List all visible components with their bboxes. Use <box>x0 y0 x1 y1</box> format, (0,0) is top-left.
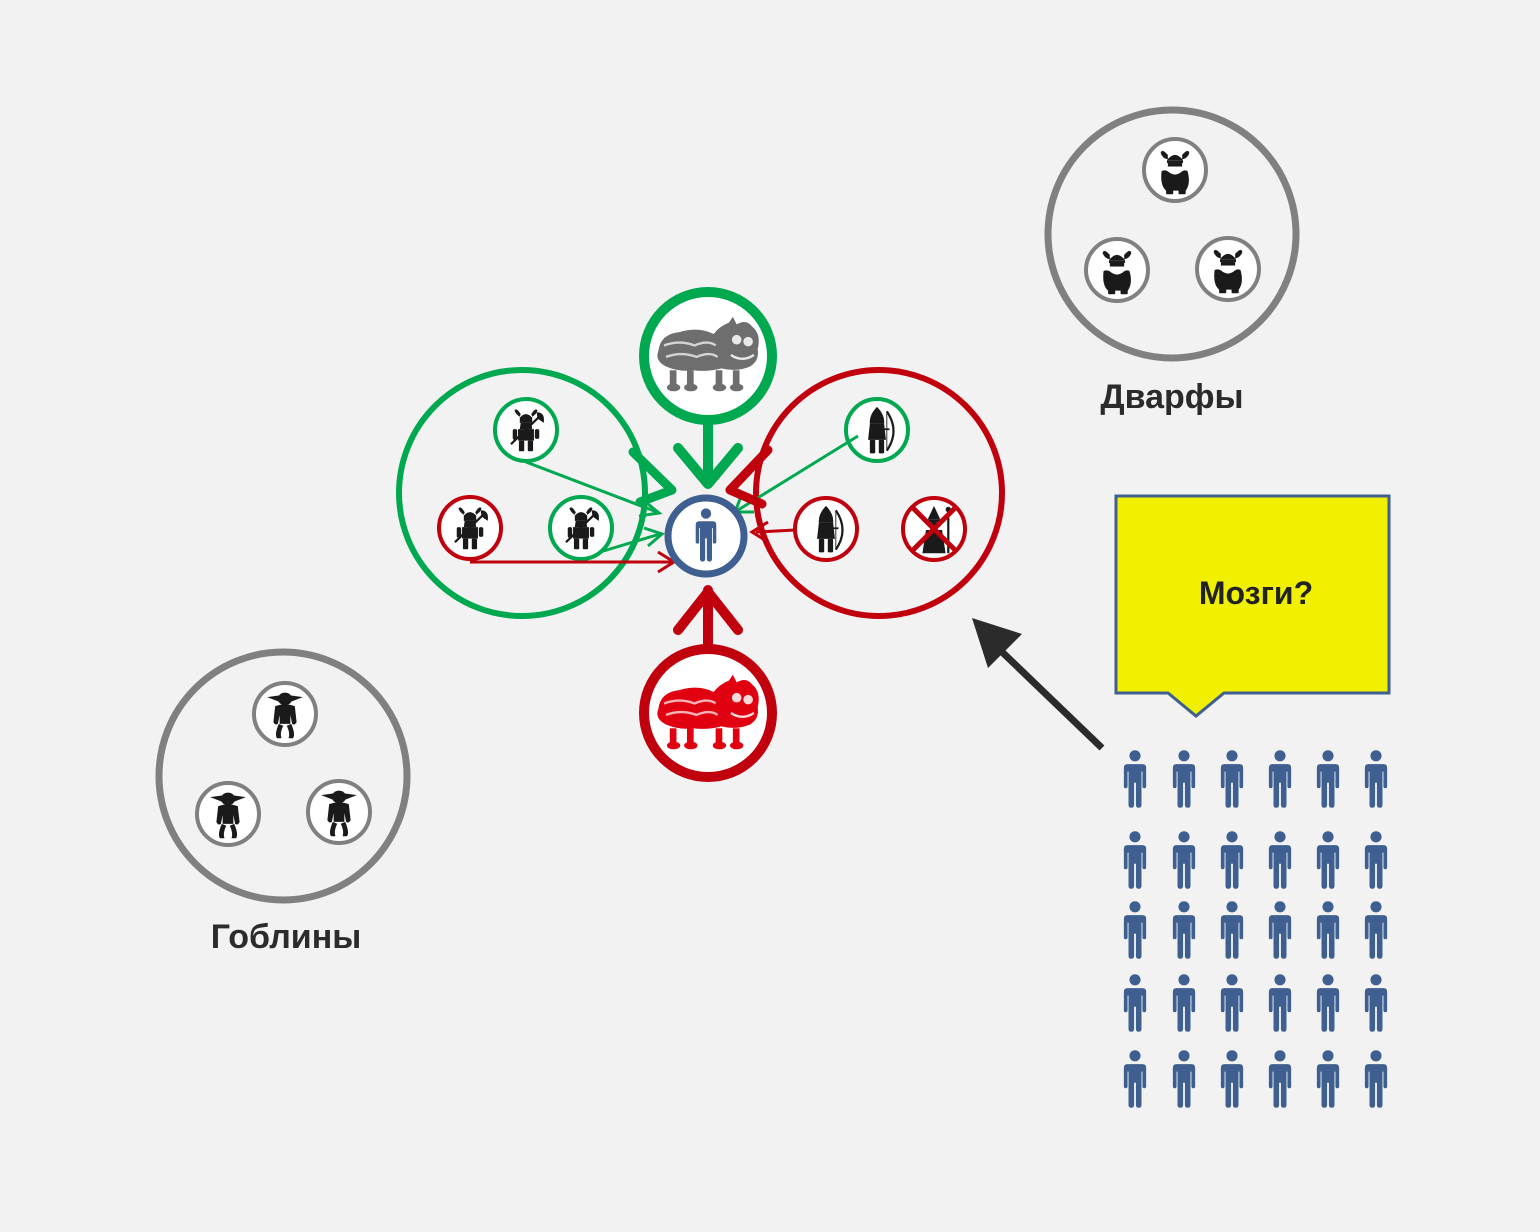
enemy-member-excluded <box>901 496 967 562</box>
person-icon <box>1268 901 1292 959</box>
crowd-arrow <box>972 618 1105 751</box>
crowd-grid <box>1123 750 1388 1108</box>
person-icon <box>1268 750 1292 808</box>
person-icon <box>1172 831 1196 889</box>
person-icon <box>1220 1050 1244 1108</box>
person-icon <box>1123 974 1147 1032</box>
dwarves-group-ring <box>1044 106 1300 362</box>
enemy-member-left <box>793 496 859 562</box>
person-icon <box>1364 750 1388 808</box>
allied-member-top <box>493 397 559 463</box>
person-icon <box>1123 1050 1147 1108</box>
dwarf-member <box>1084 237 1150 303</box>
enemy-group <box>725 367 1005 619</box>
enemy-group-ring <box>753 367 1005 619</box>
goblins-group: Гоблины <box>155 648 411 956</box>
allied-member-right <box>548 495 614 561</box>
allied-group-ring <box>396 367 648 619</box>
person-icon <box>1220 974 1244 1032</box>
person-icon <box>1123 831 1147 889</box>
goblin-member <box>306 779 372 845</box>
speech-callout: Мозги? <box>1114 494 1391 718</box>
enemy-member-top <box>844 397 910 463</box>
person-icon <box>1364 901 1388 959</box>
relation-arrow <box>755 528 796 534</box>
center-node <box>664 494 748 578</box>
person-icon <box>1316 901 1340 959</box>
person-icon <box>1316 750 1340 808</box>
person-icon <box>1316 831 1340 889</box>
person-icon <box>1268 831 1292 889</box>
goblins-label: Гоблины <box>211 918 362 956</box>
dwarves-label: Дварфы <box>1100 378 1243 416</box>
person-icon <box>1364 831 1388 889</box>
person-icon <box>1220 750 1244 808</box>
dwarf-member <box>1195 236 1261 302</box>
callout-text: Мозги? <box>1199 575 1313 611</box>
dwarf-member <box>1142 137 1208 203</box>
allied-member-red-outlined <box>437 495 503 561</box>
top-beast-node <box>639 287 777 489</box>
person-icon <box>1268 974 1292 1032</box>
person-icon <box>1364 974 1388 1032</box>
person-icon <box>1268 1050 1292 1108</box>
group-arrow-head <box>628 447 677 507</box>
person-icon <box>1364 1050 1388 1108</box>
goblin-member <box>195 781 261 847</box>
person-icon <box>1123 901 1147 959</box>
bottom-beast-node <box>639 585 777 782</box>
person-icon <box>1316 1050 1340 1108</box>
person-icon <box>1172 1050 1196 1108</box>
allied-group <box>396 367 677 619</box>
relation-arrow <box>599 532 661 554</box>
group-arrow-head <box>725 445 773 509</box>
person-icon <box>1172 974 1196 1032</box>
person-icon <box>1316 974 1340 1032</box>
person-icon <box>1220 901 1244 959</box>
goblins-group-ring <box>155 648 411 904</box>
person-icon <box>1172 901 1196 959</box>
person-icon <box>1220 831 1244 889</box>
person-icon <box>1172 750 1196 808</box>
dwarves-group: Дварфы <box>1044 106 1300 416</box>
goblin-member <box>252 681 318 747</box>
person-icon <box>1123 750 1147 808</box>
relation-arrow <box>525 460 658 514</box>
